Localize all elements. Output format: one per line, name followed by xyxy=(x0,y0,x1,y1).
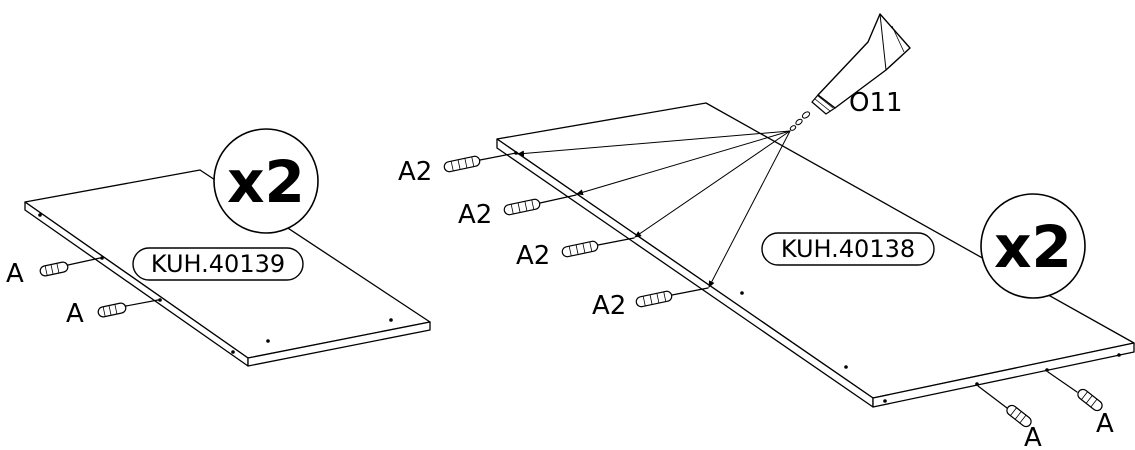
left-hole-3 xyxy=(158,298,162,302)
left-hole-2 xyxy=(100,256,104,260)
a2-label-3: A2 xyxy=(516,241,550,271)
right-quantity-label: x2 xyxy=(994,213,1072,281)
right-quantity-circle xyxy=(980,193,1086,299)
a2-dowel-4 xyxy=(635,287,709,308)
left-panel-assembly: x2 KUH.40139 A A xyxy=(6,128,431,367)
right-hole-2 xyxy=(740,291,744,295)
right-hole-5 xyxy=(975,382,979,386)
glue-label: O11 xyxy=(849,88,903,118)
right-part-code-pill xyxy=(761,232,935,266)
left-hole-1 xyxy=(38,213,42,217)
right-hole-3 xyxy=(844,365,848,369)
left-quantity-circle xyxy=(213,128,319,234)
left-dowel-label-1: A xyxy=(6,259,24,289)
right-hole-6 xyxy=(1045,368,1049,372)
right-hole-4 xyxy=(883,399,887,403)
a2-label-4: A2 xyxy=(592,291,626,321)
right-board-edge-right xyxy=(872,342,1135,408)
left-dowel-1 xyxy=(39,257,101,277)
left-dowel-label-2: A xyxy=(66,299,84,329)
glue-arrow-2 xyxy=(576,130,791,196)
left-hole-6 xyxy=(389,318,393,322)
a2-dowel-2 xyxy=(503,194,577,216)
glue-arrow-4 xyxy=(708,130,791,288)
left-hole-4 xyxy=(231,350,235,354)
a2-dowel-1 xyxy=(443,152,517,173)
left-dowel-2 xyxy=(97,299,159,318)
glue-arrows xyxy=(517,130,791,288)
left-part-code-pill xyxy=(132,247,304,281)
right-hole-7 xyxy=(1117,353,1121,357)
left-part-code: KUH.40139 xyxy=(151,250,285,278)
glue-arrow-3 xyxy=(634,130,791,238)
bottom-dowel-label-2: A xyxy=(1096,409,1114,439)
left-board-edge-right xyxy=(247,321,431,367)
glue-arrow-1 xyxy=(517,130,791,157)
bottom-dowel-2 xyxy=(1047,371,1103,412)
left-hole-5 xyxy=(266,339,270,343)
bottom-dowel-1 xyxy=(977,385,1032,428)
a2-dowel-3 xyxy=(561,237,635,258)
right-part-code: KUH.40138 xyxy=(781,235,915,263)
glue-tube-icon xyxy=(789,13,911,131)
bottom-dowel-label-1: A xyxy=(1024,423,1042,450)
a2-label-1: A2 xyxy=(398,157,432,187)
a2-label-2: A2 xyxy=(458,200,492,230)
left-quantity-label: x2 xyxy=(227,148,305,216)
right-panel-assembly: O11 A2 xyxy=(398,13,1135,450)
